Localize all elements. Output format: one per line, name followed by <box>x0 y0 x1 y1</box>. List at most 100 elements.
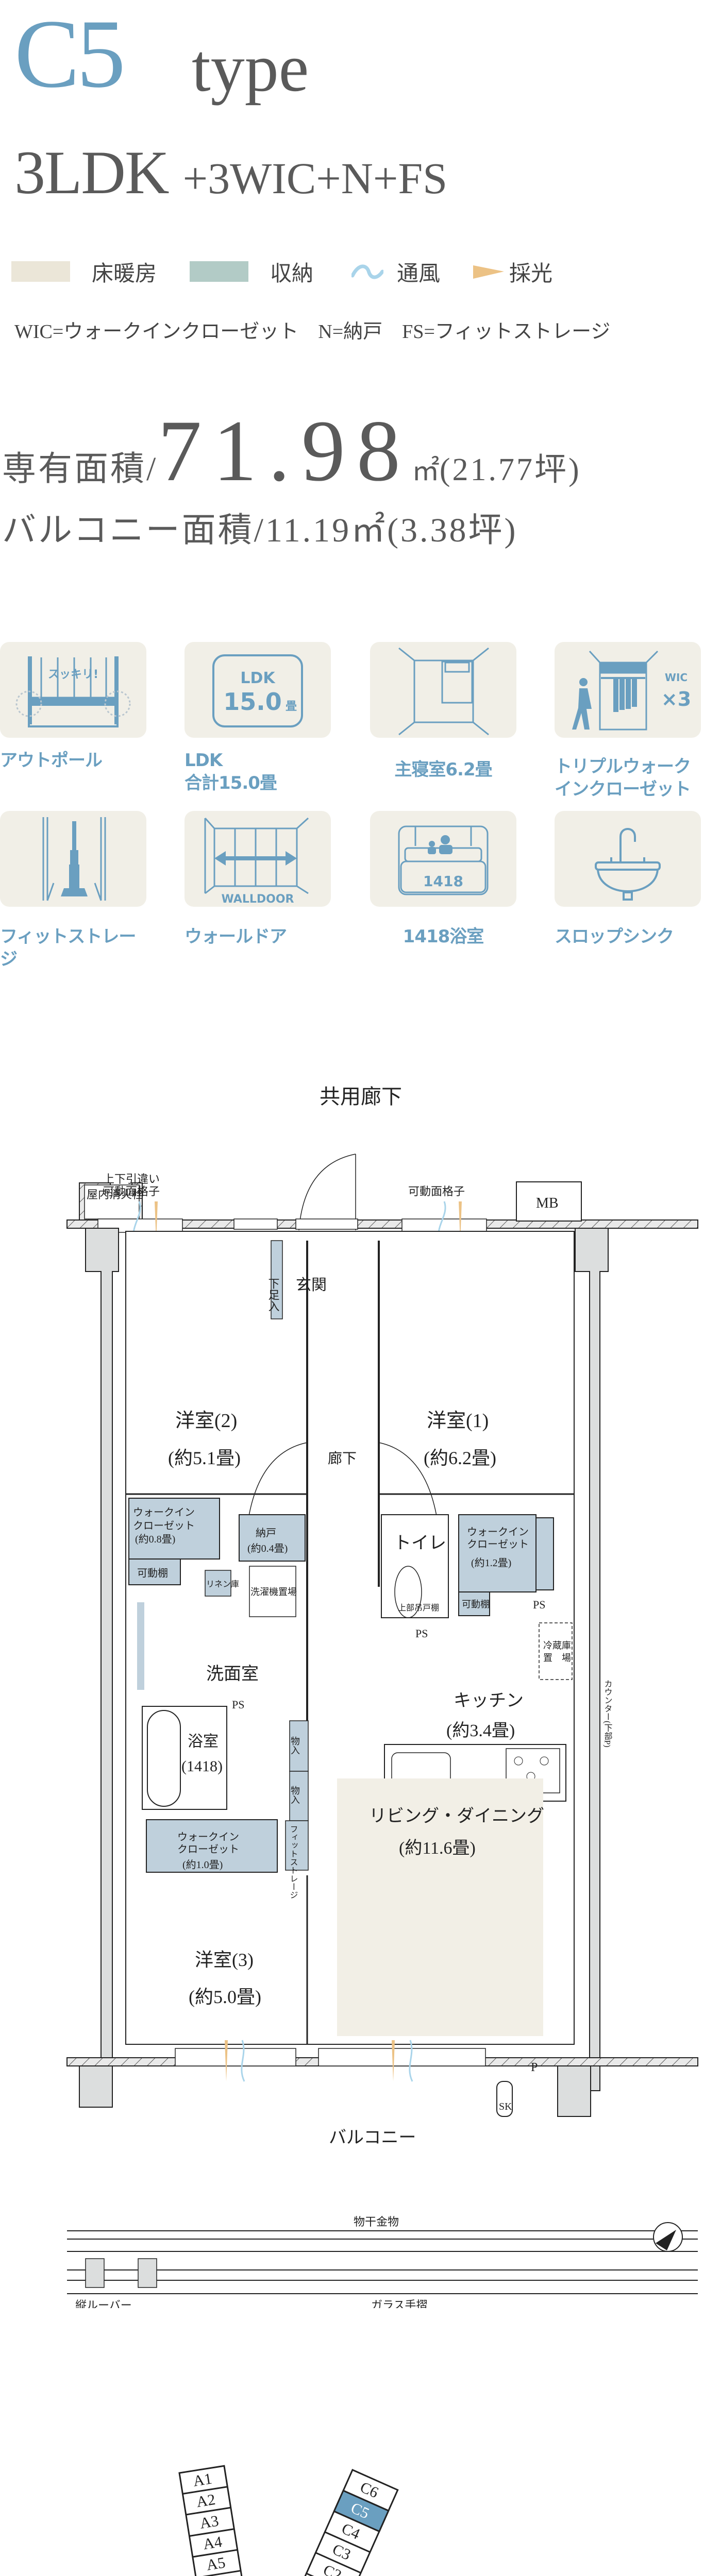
svg-text:WALLDOOR: WALLDOOR <box>222 893 294 906</box>
feature-caption: ウォールドア <box>185 926 287 947</box>
living-name: リビング・ダイニング <box>369 1806 544 1826</box>
washer-label: 洗濯機置場 <box>250 1587 297 1597</box>
storeroom-name: 納戸 <box>256 1527 276 1539</box>
living-size: (約11.6畳) <box>399 1838 476 1858</box>
feature-master-bedroom: 主寝室6.2畳 <box>370 642 516 781</box>
key-plan: A1 A2 A3 A4 A5 A6 C6 C5 C4 C3 C2 C1 <box>0 2421 704 2576</box>
north-arrow-icon <box>653 2222 683 2252</box>
feature-bath: 1418 1418浴室 <box>370 811 516 948</box>
balcony-area: バルコニー面積/11.19㎡(3.38坪) <box>2 512 518 549</box>
unit-a2: A2 <box>195 2491 216 2511</box>
fit-storage-icon <box>42 817 106 901</box>
bedroom-icon <box>398 647 489 736</box>
floor-plan-drawing: 共用廊下 屋内消火栓 MB 上下引違い 可動面格子 可動面格子 P 下足入 玄関… <box>66 1085 698 2312</box>
exclusive-area: 専有面積/ 71.98 ㎡ (21.77坪) <box>2 407 581 495</box>
feature-fit-storage: フィットストレージ <box>0 811 146 971</box>
feature-caption: アウトポール <box>0 750 103 771</box>
movable-shelf-label: 可動棚 <box>462 1599 490 1609</box>
floor-heating-swatch <box>11 261 70 282</box>
laundry-hardware-label: 物干金物 <box>354 2215 399 2228</box>
daylight-wedge-icon <box>155 1201 158 1242</box>
abbreviation-note: WIC=ウォークインクローゼット N=納戸 FS=フィットストレージ <box>14 321 611 343</box>
floor-plan: 共用廊下 屋内消火栓 MB 上下引違い 可動面格子 可動面格子 P 下足入 玄関… <box>0 1072 704 2312</box>
key-plan-drawing: A1 A2 A3 A4 A5 A6 C6 C5 C4 C3 C2 C1 <box>178 2465 399 2576</box>
svg-text:畳: 畳 <box>286 700 297 713</box>
sk-label: SK <box>499 2101 512 2112</box>
feature-outpole: スッキリ! アウトポール <box>0 642 146 772</box>
lattice-right-label: 可動面格子 <box>408 1185 465 1198</box>
glass-rail-label: ガラス手摺 <box>371 2299 428 2308</box>
ps-label: PS <box>533 1598 545 1611</box>
lattice-left-line1: 上下引違い <box>103 1173 160 1185</box>
bathtub-icon: 1418 <box>398 825 489 895</box>
exclusive-area-label: 専有面積/ <box>2 450 158 488</box>
unit-a1: A1 <box>192 2470 213 2489</box>
fridge-label: 置 場 <box>543 1653 571 1663</box>
feature-slop-sink: スロップシンク <box>555 811 701 948</box>
entrance-label: 玄関 <box>296 1277 327 1294</box>
wic-b-size: (約1.2畳) <box>471 1557 511 1569</box>
feature-caption: スロップシンク <box>555 926 674 947</box>
room-western1-name: 洋室(1) <box>427 1410 489 1432</box>
storeroom-size: (約0.4畳) <box>247 1543 288 1554</box>
feature-walldoor: WALLDOOR ウォールドア <box>185 811 331 948</box>
wic-c-label: ウォークイン <box>177 1831 239 1843</box>
ps-label: PS <box>232 1698 244 1711</box>
wic-a-label: クローゼット <box>133 1520 195 1532</box>
kitchen-size: (約3.4畳) <box>446 1721 515 1740</box>
ldk-size-icon: LDK 15.0 畳 <box>212 654 303 727</box>
wic-a-label: ウォークイン <box>133 1506 195 1518</box>
daylight-wedge-icon <box>459 1201 462 1242</box>
svg-text:LDK: LDK <box>240 669 276 687</box>
legend-label-daylight: 採光 <box>509 262 553 286</box>
sink-icon <box>595 828 661 901</box>
type-code: C5 <box>14 0 126 108</box>
outpole-icon: スッキリ! <box>15 656 131 727</box>
room-western3-name: 洋室(3) <box>195 1950 254 1970</box>
washroom-name: 洗面室 <box>206 1664 259 1684</box>
p-label: P <box>531 2061 538 2074</box>
legend: 床暖房 収納 通風 採光 <box>11 261 585 286</box>
linen-label: リネン庫 <box>206 1580 239 1589</box>
storage-label: 物入 <box>290 1786 300 1804</box>
feature-caption: LDK 合計15.0畳 <box>185 750 277 793</box>
toilet-name: トイレ <box>394 1534 446 1553</box>
legend-label-ventilation: 通風 <box>397 262 441 286</box>
bath-name: 浴室 <box>188 1733 219 1750</box>
feature-caption: トリプルウォーク インクローゼット <box>555 756 691 800</box>
wic-b-label: クローゼット <box>467 1538 529 1550</box>
type-word: type <box>192 30 309 106</box>
wic-c-label: クローゼット <box>177 1843 239 1855</box>
exclusive-area-tsubo: (21.77坪) <box>439 452 581 487</box>
daylight-wedge-icon <box>473 265 505 279</box>
room-western1-size: (約6.2畳) <box>424 1448 496 1468</box>
fridge-label: 冷蔵庫 <box>543 1640 571 1651</box>
ventilation-wave-icon <box>351 264 384 279</box>
feature-caption: 主寝室6.2畳 <box>394 759 492 780</box>
hydrant-label: 屋内消火栓 <box>87 1188 143 1201</box>
room-western2-size: (約5.1畳) <box>168 1448 241 1468</box>
storage-swatch <box>190 261 249 282</box>
feature-caption: 1418浴室 <box>403 926 484 947</box>
walk-in-closet-icon: WIC ×3 <box>572 650 691 731</box>
corridor-label: 共用廊下 <box>320 1085 402 1108</box>
wic-a-size: (約0.8畳) <box>135 1533 175 1545</box>
louver-label: 縦ルーバー <box>75 2299 132 2308</box>
counter-label: カウンター(下部P) <box>603 1680 613 1748</box>
svg-text:15.0: 15.0 <box>223 688 282 716</box>
feature-ldk: LDK 15.0 畳 LDK 合計15.0畳 <box>185 642 331 794</box>
layout-suffix: +3WIC+N+FS <box>182 154 448 203</box>
wic-b-label: ウォークイン <box>467 1526 529 1538</box>
feature-caption: フィットストレージ <box>0 926 136 970</box>
unit-a5: A5 <box>205 2554 226 2573</box>
layout-title: 3LDK +3WIC+N+FS <box>14 137 447 214</box>
svg-text:スッキリ!: スッキリ! <box>48 668 98 681</box>
kitchen-name: キッチン <box>454 1691 524 1710</box>
layout-main: 3LDK <box>14 138 170 207</box>
movable-shelf-label: 可動棚 <box>137 1567 168 1579</box>
ps-label: PS <box>415 1627 428 1640</box>
feature-triple-wic: WIC ×3 トリプルウォーク インクローゼット <box>555 642 701 801</box>
svg-text:WIC: WIC <box>665 671 688 684</box>
balcony-label: バルコニー <box>329 2128 416 2147</box>
bath-size: (1418) <box>181 1758 223 1775</box>
